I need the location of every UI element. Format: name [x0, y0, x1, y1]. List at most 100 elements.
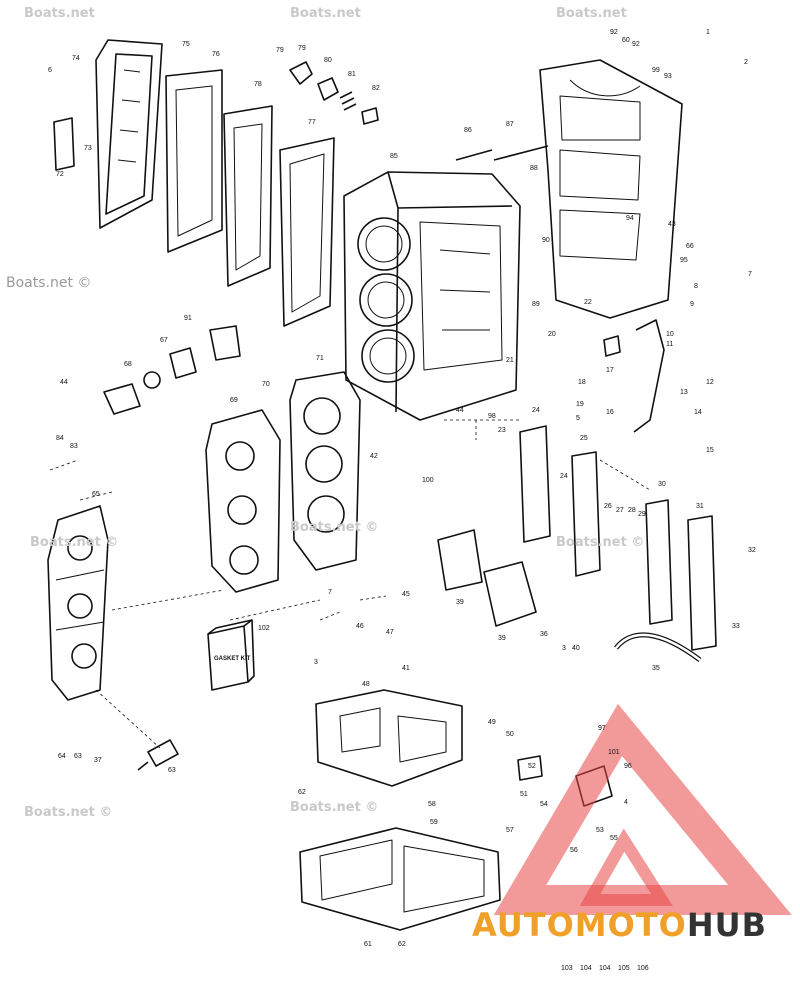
callout-32: 32: [748, 547, 756, 554]
callout-92: 92: [632, 41, 640, 48]
callout-24: 24: [532, 407, 540, 414]
callout-99: 99: [652, 67, 660, 74]
brand-wordmark: AUTOMOTOHUB: [472, 906, 767, 944]
callout-55: 55: [610, 835, 618, 842]
callout-56: 56: [570, 847, 578, 854]
callout-90: 90: [542, 237, 550, 244]
exhaust-gasket-a: [165, 69, 223, 253]
callout-104: 104: [599, 965, 611, 972]
callout-77: 77: [308, 119, 316, 126]
callout-3: 3: [314, 659, 318, 666]
callout-44: 44: [60, 379, 68, 386]
callout-87: 87: [506, 121, 514, 128]
callout-20: 20: [548, 331, 556, 338]
callout-33: 33: [732, 623, 740, 630]
callout-68: 68: [124, 361, 132, 368]
callout-44: 44: [456, 407, 464, 414]
callout-74: 74: [72, 55, 80, 62]
callout-42: 42: [370, 453, 378, 460]
callout-94: 94: [626, 215, 634, 222]
callout-28: 28: [628, 507, 636, 514]
throttle-linkage: [633, 319, 665, 433]
callout-23: 23: [498, 427, 506, 434]
callout-100: 100: [422, 477, 434, 484]
callout-52: 52: [528, 763, 536, 770]
callout-58: 58: [428, 801, 436, 808]
callout-61: 61: [364, 941, 372, 948]
brand-part1: AUTOMOTO: [472, 906, 687, 944]
bracket-54: [517, 755, 543, 781]
callout-89: 89: [532, 301, 540, 308]
cylinder-block: [343, 171, 521, 421]
callout-21: 21: [506, 357, 514, 364]
callout-51: 51: [520, 791, 528, 798]
callout-16: 16: [606, 409, 614, 416]
thermostat: [169, 347, 197, 379]
callout-45: 45: [402, 591, 410, 598]
automotohub-logo: [493, 703, 792, 915]
callout-54: 54: [540, 801, 548, 808]
callout-62: 62: [298, 789, 306, 796]
callout-101: 101: [608, 749, 620, 756]
watermark: Boats.net ©: [30, 535, 119, 550]
watermark: Boats.net ©: [290, 520, 379, 535]
callout-96: 96: [624, 763, 632, 770]
callout-60: 60: [622, 37, 630, 44]
callout-46: 46: [356, 623, 364, 630]
callout-57: 57: [506, 827, 514, 834]
callout-6: 6: [48, 67, 52, 74]
callout-25: 25: [580, 435, 588, 442]
callout-13: 13: [680, 389, 688, 396]
watermark: Boats.net ©: [290, 800, 379, 815]
callout-40: 40: [572, 645, 580, 652]
watermark: Boats.net ©: [24, 805, 113, 820]
callout-41: 41: [402, 665, 410, 672]
callout-7: 7: [328, 589, 332, 596]
exhaust-plate: [223, 105, 273, 287]
callout-85: 85: [390, 153, 398, 160]
callout-49: 49: [488, 719, 496, 726]
head-gasket: [289, 371, 361, 571]
callout-50: 50: [506, 731, 514, 738]
cover-gasket: [437, 529, 483, 591]
callout-92: 92: [610, 29, 618, 36]
temperature-sensor: [137, 739, 179, 771]
callout-82: 82: [372, 85, 380, 92]
callout-labels: 1233456778910111213141516171819202122232…: [48, 29, 756, 972]
stud-91: [493, 145, 549, 161]
callout-67: 67: [160, 337, 168, 344]
exhaust-gasket-b: [279, 137, 335, 327]
callout-39: 39: [498, 635, 506, 642]
bypass-cover-25: [519, 425, 551, 543]
callout-31: 31: [696, 503, 704, 510]
callout-5: 5: [576, 415, 580, 422]
bypass-cover-27: [571, 451, 601, 577]
callout-71: 71: [316, 355, 324, 362]
callout-3: 3: [562, 645, 566, 652]
exhaust-cover-plate: [95, 39, 163, 229]
callout-43: 43: [668, 221, 676, 228]
callout-91: 91: [184, 315, 192, 322]
thermostat-seal: [143, 371, 161, 389]
cylinder-head-cover: [47, 505, 109, 701]
callout-10: 10: [666, 331, 674, 338]
bypass-cover-32: [645, 499, 673, 625]
callout-98: 98: [488, 413, 496, 420]
callout-102: 102: [258, 625, 270, 632]
spring-part: [339, 91, 357, 111]
callout-7: 7: [748, 271, 752, 278]
watermark: Boats.net: [24, 6, 95, 21]
callout-14: 14: [694, 409, 702, 416]
callout-106: 106: [637, 965, 649, 972]
watermark: Boats.net ©: [6, 275, 92, 291]
callout-95: 95: [680, 257, 688, 264]
callout-105: 105: [618, 965, 630, 972]
watermark: Boats.net ©: [556, 535, 645, 550]
cap-part: [317, 77, 339, 101]
callout-19: 19: [576, 401, 584, 408]
adapter-plate: [299, 827, 501, 931]
callout-84: 84: [56, 435, 64, 442]
callout-15: 15: [706, 447, 714, 454]
